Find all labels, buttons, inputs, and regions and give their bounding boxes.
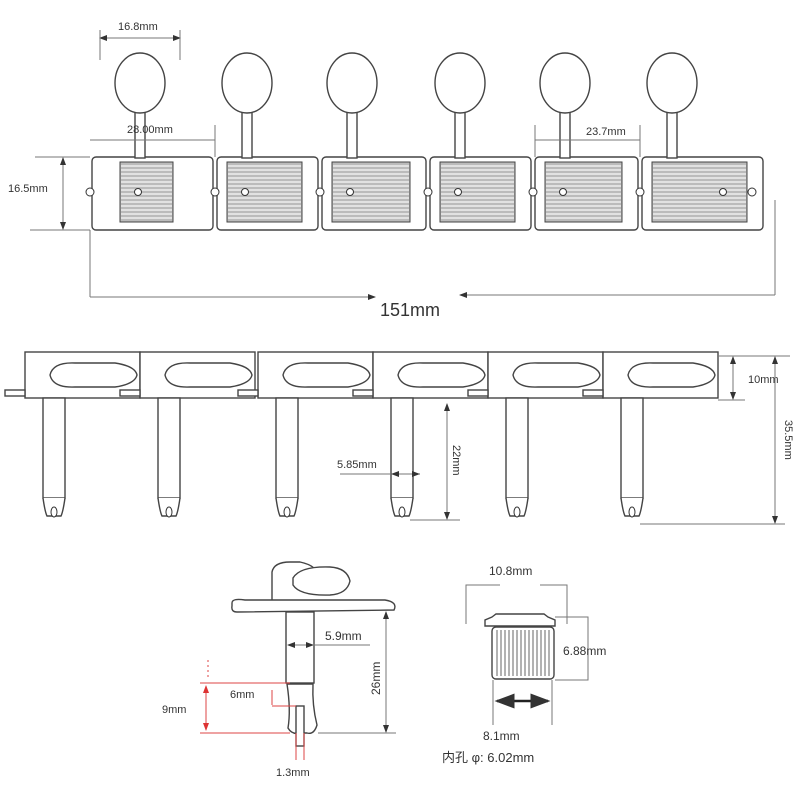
flange-tab — [119, 389, 141, 397]
string-slot — [628, 506, 636, 518]
flange-tab — [237, 389, 259, 397]
tuner-shaft — [157, 397, 181, 499]
tuner-top — [315, 52, 427, 231]
flange-tab — [4, 389, 26, 397]
tuner-knob — [627, 362, 716, 388]
mount-hole — [423, 187, 433, 197]
tuner-side — [352, 351, 489, 518]
tuner-top — [210, 52, 319, 231]
mount-hole — [528, 187, 538, 197]
tuner-stem — [346, 111, 358, 159]
tuner-shaft — [275, 397, 299, 499]
single-tuner-side: 5.9mm 26mm 6mm 9mm 1.3mm — [162, 561, 396, 779]
tuner-shaft — [620, 397, 644, 499]
slot-width-label: 1.3mm — [276, 767, 310, 779]
screw-hole — [559, 188, 567, 196]
string-slot — [283, 506, 291, 518]
tuner-stem — [666, 111, 678, 159]
gear-cover — [544, 161, 623, 223]
tuner-shaft — [42, 397, 66, 499]
bushing-diameter-label: 8.1mm — [483, 729, 520, 743]
gear-cover — [439, 161, 516, 223]
tuner-top — [85, 52, 214, 231]
gear-cover — [651, 161, 748, 223]
knob-width-label: 16.8mm — [118, 21, 158, 33]
screw-hole — [454, 188, 462, 196]
gear-cover — [331, 161, 411, 223]
flange-tab — [582, 389, 604, 397]
tuner-stem — [454, 111, 466, 159]
tuner-stem — [559, 111, 571, 159]
housing-height-label: 10mm — [748, 374, 779, 386]
tip-height-label: 9mm — [162, 704, 186, 716]
tuner-top — [423, 52, 532, 231]
shaft-length-label: 22mm — [450, 445, 462, 476]
plate-height-label: 16.5mm — [8, 183, 48, 195]
tuner-knob — [434, 52, 486, 114]
string-slot — [398, 506, 406, 518]
tuner-knob — [646, 52, 698, 114]
flange-tab — [352, 389, 374, 397]
tuner-side — [4, 351, 141, 518]
tuner-knob — [114, 52, 166, 114]
top-view — [85, 52, 764, 231]
bushing-height-label: 6.88mm — [563, 644, 606, 658]
tuner-side — [582, 351, 719, 518]
tuner-side — [119, 351, 256, 518]
mount-hole — [210, 187, 220, 197]
shaft-width-label: 5.85mm — [337, 459, 377, 471]
tuner-knob — [326, 52, 378, 114]
total-height-label: 35.5mm — [782, 420, 794, 460]
mount-hole — [635, 187, 645, 197]
side-view — [4, 351, 719, 518]
tuner-knob — [397, 362, 486, 388]
tuner-top — [528, 52, 639, 231]
total-height-label: 26mm — [369, 662, 383, 695]
gear-cover — [226, 161, 303, 223]
screw-hole — [241, 188, 249, 196]
screw-hole — [719, 188, 727, 196]
inner-hole-label: 内孔 φ: 6.02mm — [442, 750, 534, 765]
tuner-shaft — [390, 397, 414, 499]
tuner-stem — [241, 111, 253, 159]
string-slot — [513, 506, 521, 518]
string-slot — [50, 506, 58, 518]
mount-hole — [85, 187, 95, 197]
tuner-knob — [282, 362, 371, 388]
tuner-side — [467, 351, 604, 518]
tuner-knob — [49, 362, 138, 388]
top-view-dimensions: 16.8mm 28.00mm 23.7mm 16.5mm 151mm — [8, 21, 776, 320]
mount-hole — [315, 187, 325, 197]
tuner-shaft — [505, 397, 529, 499]
post-spacing-end-label: 23.7mm — [586, 126, 626, 138]
string-slot — [165, 506, 173, 518]
bushing-detail: 10.8mm 6.88mm 8.1mm 内孔 φ: 6.02mm — [442, 564, 606, 765]
bushing-flange-label: 10.8mm — [489, 564, 532, 578]
tuner-knob — [221, 52, 273, 114]
tuner-knob — [539, 52, 591, 114]
post-spacing-label: 28.00mm — [127, 124, 173, 136]
tuner-top — [635, 52, 764, 231]
tuner-knob — [512, 362, 601, 388]
tuner-side — [237, 351, 374, 518]
shaft-width-label: 5.9mm — [325, 629, 362, 643]
slot-depth-label: 6mm — [230, 689, 254, 701]
screw-hole — [134, 188, 142, 196]
flange-tab — [467, 389, 489, 397]
side-view-dimensions: 10mm 35.5mm 22mm 5.85mm — [337, 355, 794, 525]
screw-hole — [346, 188, 354, 196]
tuner-knob — [164, 362, 253, 388]
knurl-lines — [496, 630, 550, 676]
total-length-label: 151mm — [380, 300, 440, 320]
mount-hole — [747, 187, 757, 197]
gear-cover — [119, 161, 174, 223]
